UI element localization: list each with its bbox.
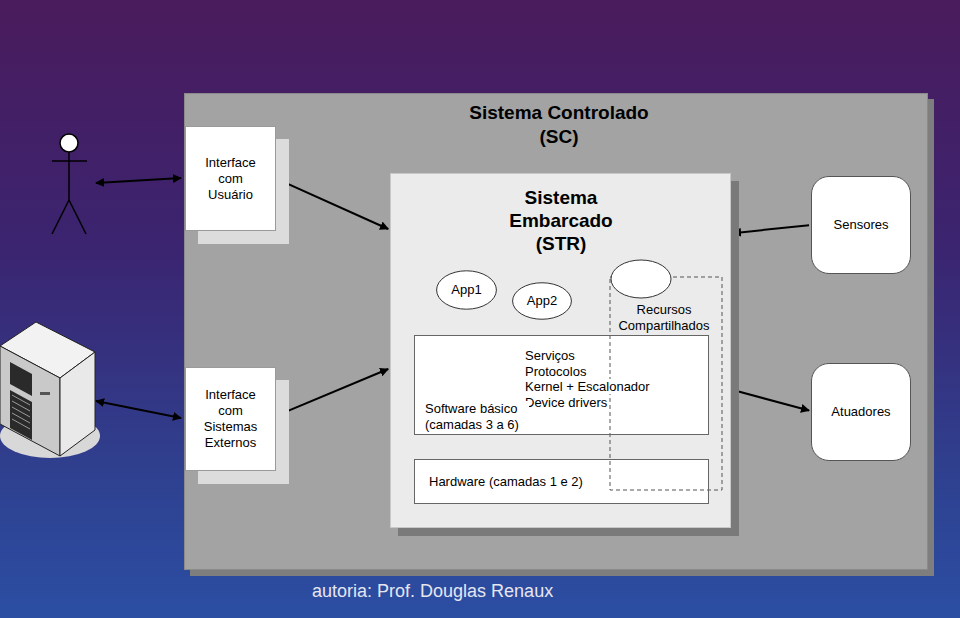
actuator-box: Atuadores [811,363,911,461]
server-icon [0,322,100,458]
node-label: Kernel + Escalonador [524,379,651,394]
user-figure [52,134,87,234]
connector-arrow [278,179,388,229]
connector-arrow [733,390,809,410]
app-ellipse: App1 [436,270,497,310]
ellipse-shape [611,260,671,298]
connector-arrow [733,225,809,233]
software-layer-box: ServiçosProtocolosKernel + EscalonadorDe… [414,335,709,435]
embedded-system-box: Sistema Embarcado (STR)App1App2Recursos … [390,173,731,528]
caption-text: autoria: Prof. Douglas Renaux [312,580,553,602]
node-label: Sensores [834,217,889,233]
controlled-system-region: Sistema Controlado (SC) Interface com Usu… [184,93,928,570]
interface-box: Interface com Sistemas Externos [185,367,276,471]
hardware-layer-box: Hardware (camadas 1 e 2) [414,459,709,504]
connector-arrow [278,369,388,415]
node-label: Hardware (camadas 1 e 2) [429,474,583,490]
node-label: Interface com Sistemas Externos [195,387,267,451]
node-label: Interface com Usuário [195,155,267,203]
ellipse-shape [437,271,497,309]
ellipse-outline [610,259,672,299]
node-label: App1 [451,282,481,298]
node-label: Atuadores [831,404,890,420]
layer-fill [414,459,709,504]
node-label: Sistema Embarcado (STR) [496,186,626,255]
node-label: Serviços [524,348,576,363]
server-arrow [96,401,181,418]
shared-resources: Recursos Compartilhados [599,259,729,321]
node-label: App2 [527,293,557,309]
interface-box: Interface com Usuário [185,126,276,231]
node-label: Recursos Compartilhados [609,302,719,334]
ellipse-shape [513,283,572,319]
node-label: Protocolos [524,364,587,379]
node-label: Sistema Controlado (SC) [459,101,659,149]
node-label: Device drivers [524,395,608,410]
app-ellipse: App2 [512,282,572,320]
sensor-box: Sensores [811,176,911,274]
user-arrow [96,178,181,183]
layer-fill [414,335,709,435]
node-label: Software básico (camadas 3 a 6) [425,401,529,432]
